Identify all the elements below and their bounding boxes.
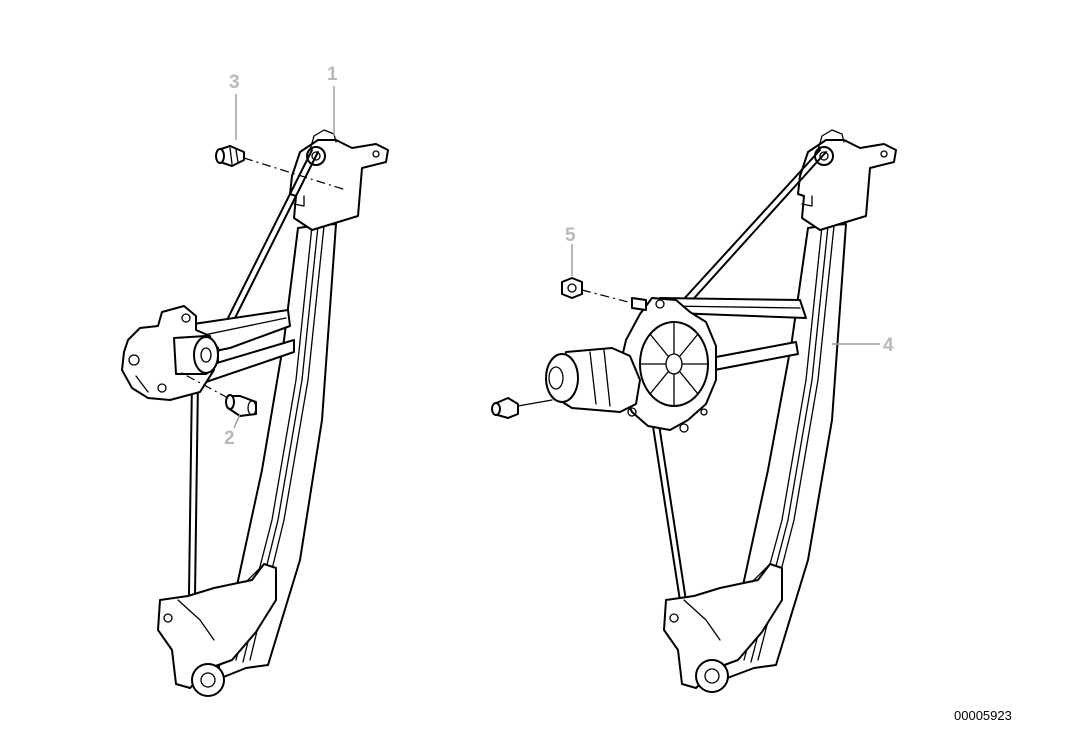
nut-5: [561, 277, 583, 299]
bottom-bracket-right: [663, 563, 783, 693]
callout-2: 2: [224, 428, 235, 449]
diagram-reference-number: 00005923: [954, 708, 1012, 723]
bolt-2: [225, 394, 257, 417]
callout-3: 3: [229, 72, 240, 93]
leader-callout-2: [233, 413, 241, 429]
window-regulator-right: [545, 129, 897, 681]
leader-bolt-2: [179, 371, 229, 399]
leader-bolt-3: [243, 157, 347, 191]
stud: [631, 297, 647, 311]
screw-motor: [491, 397, 553, 419]
window-regulator-left: [121, 129, 389, 697]
callout-1: 1: [327, 64, 338, 85]
leader-nut-5: [581, 289, 637, 305]
bolt-3: [215, 145, 245, 167]
callout-5: 5: [565, 225, 576, 246]
callout-4: 4: [883, 335, 894, 356]
